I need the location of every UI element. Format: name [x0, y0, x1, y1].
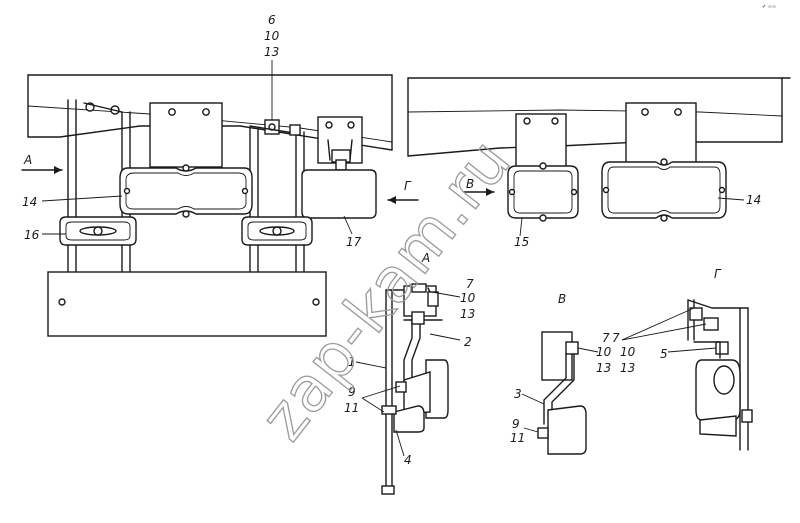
- view-v-label-11: 11: [510, 431, 525, 445]
- label-13: 13: [264, 45, 279, 59]
- lamp-16-left: [59, 216, 137, 246]
- view-g-label-10: 10: [620, 345, 636, 359]
- svg-text:Г: Г: [404, 179, 412, 193]
- label-5: 5: [660, 347, 668, 361]
- part-labels: 6 10 13 14 16 17 15 14 7 10 13 2 1 9 11 …: [22, 13, 761, 467]
- corner-mark: ✔ ∞∞: [762, 4, 776, 10]
- right-plate-15: [515, 113, 567, 169]
- view-g-label-13: 13: [620, 361, 635, 375]
- view-v-label-9: 9: [512, 417, 520, 431]
- lamp-16-right: [241, 216, 313, 246]
- detail-view-v: В: [537, 292, 587, 455]
- label-15: 15: [514, 235, 529, 249]
- view-a-label-7: 7: [466, 277, 474, 291]
- svg-text:В: В: [466, 177, 474, 191]
- view-a-label-10: 10: [460, 291, 476, 305]
- lamp-14-right: [601, 158, 727, 222]
- label-10: 10: [264, 29, 280, 43]
- bracket-plate-17: [317, 116, 363, 171]
- label-1: 1: [348, 355, 356, 369]
- view-v-label-13: 13: [596, 361, 611, 375]
- leader-lines: [41, 60, 745, 457]
- view-a-title: А: [421, 251, 430, 265]
- view-g-label-7: 7: [612, 331, 620, 345]
- label-17: 17: [346, 235, 362, 249]
- left-mounting-plate: [149, 102, 223, 168]
- clamp-6: [249, 119, 301, 136]
- view-g-title: Г: [714, 267, 722, 281]
- right-plate-14: [625, 102, 697, 168]
- svg-text:А: А: [23, 153, 32, 167]
- label-2: 2: [464, 335, 472, 349]
- label-6: 6: [268, 13, 276, 27]
- view-arrow-v: В: [463, 177, 495, 196]
- view-arrow-g: Г: [387, 179, 419, 204]
- view-a-label-13: 13: [460, 307, 475, 321]
- label-14-left: 14: [22, 195, 37, 209]
- lamp-14-left: [119, 164, 253, 218]
- view-v-title: В: [558, 292, 566, 306]
- view-a-label-11: 11: [344, 401, 359, 415]
- rear-plate: [47, 271, 327, 337]
- view-arrow-a: А: [21, 153, 63, 174]
- label-3: 3: [514, 387, 522, 401]
- lamp-15: [507, 162, 579, 222]
- lamp-17: [301, 169, 377, 219]
- detail-view-g: Г: [687, 267, 753, 451]
- view-v-label-7: 7: [602, 331, 610, 345]
- view-a-label-9: 9: [348, 385, 356, 399]
- detail-view-a: А: [381, 251, 449, 495]
- label-4: 4: [404, 453, 412, 467]
- label-16: 16: [24, 228, 40, 242]
- label-14-right: 14: [746, 193, 761, 207]
- view-v-label-10: 10: [596, 345, 612, 359]
